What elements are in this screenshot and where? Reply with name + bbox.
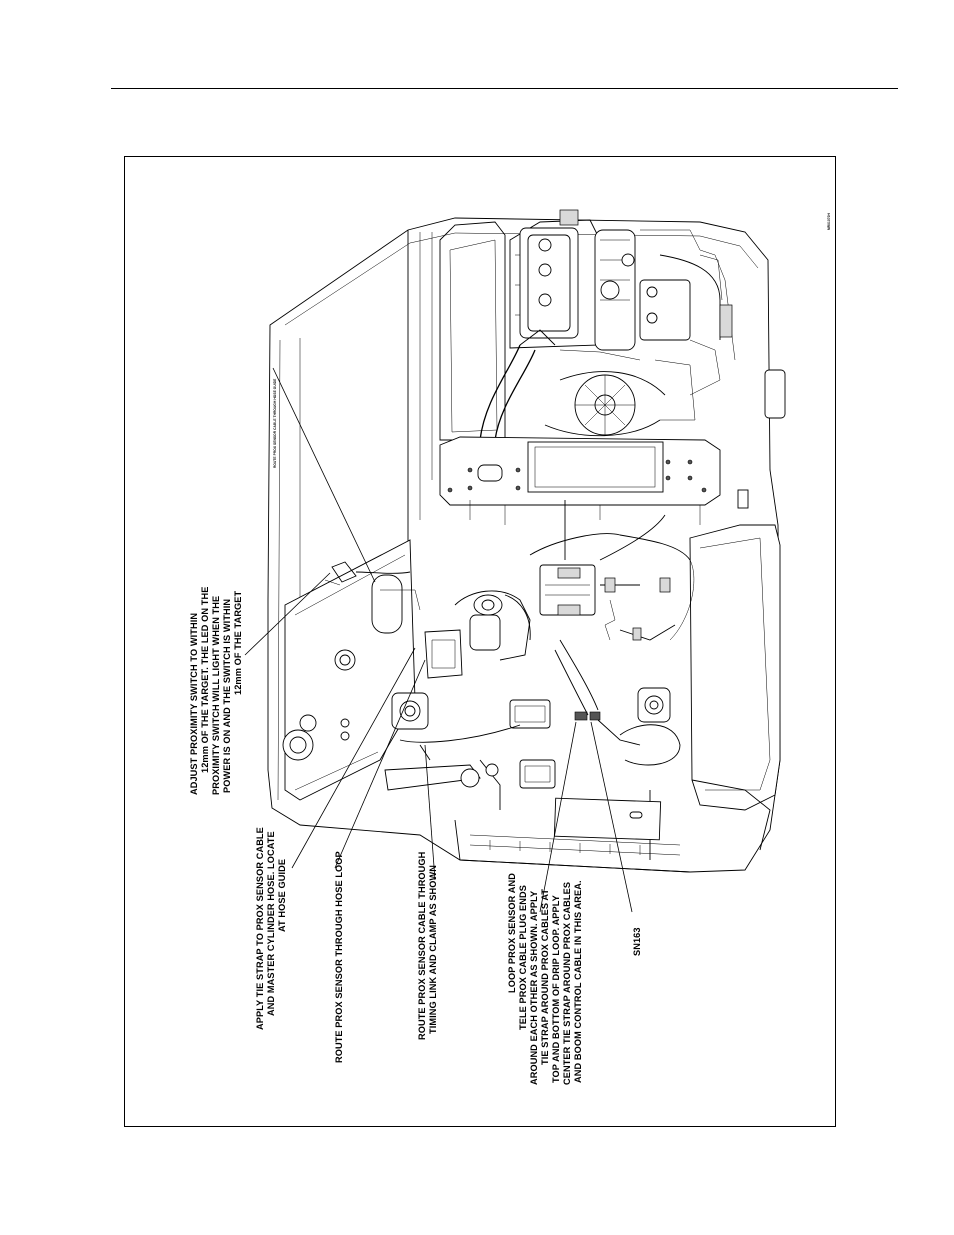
callout-sn163: SN163 xyxy=(632,927,642,956)
callout-line: ROUTE PROX SENSOR CABLE THROUGH HOSE GUI… xyxy=(273,379,277,468)
callout-line: TELE PROX CABLE PLUG ENDS xyxy=(518,885,528,1030)
callout-line: TIMING LINK AND CLAMP AS SHOWN xyxy=(428,865,438,1034)
header-rule xyxy=(111,88,898,89)
callout-tie-strap-hose: APPLY TIE STRAP TO PROX SENSOR CABLE AND… xyxy=(255,827,287,1030)
figure-frame xyxy=(124,156,836,1127)
callout-line: 12mm OF THE TARGET xyxy=(233,590,243,695)
callout-loop-plugs: LOOP PROX SENSOR AND TELE PROX CABLE PLU… xyxy=(507,873,583,1085)
callout-line: ROUTE PROX SENSOR THROUGH HOSE LOOP xyxy=(334,851,344,1063)
drawing-id-text: MR01070H xyxy=(827,212,831,230)
timing-link xyxy=(384,764,481,791)
callout-line: TIE STRAP AROUND PROX CABLES AT xyxy=(540,889,550,1065)
callout-line: AND MASTER CYLINDER HOSE. LOCATE xyxy=(266,831,276,1016)
callout-adjust-switch: ADJUST PROXIMITY SWITCH TO WITHIN 12mm O… xyxy=(189,587,243,795)
callout-line: AROUND EACH OTHER AS SHOWN. APPLY xyxy=(529,891,539,1085)
callout-line: ADJUST PROXIMITY SWITCH TO WITHIN xyxy=(189,613,199,795)
callout-line: AND BOOM CONTROL CABLE IN THIS AREA. xyxy=(573,880,583,1083)
prox-plug-2-icon xyxy=(589,711,601,721)
prox-plug-1-icon xyxy=(574,711,588,721)
callout-line: AT HOSE GUIDE xyxy=(277,859,287,932)
battery-housing xyxy=(689,524,781,811)
callout-timing-link: ROUTE PROX SENSOR CABLE THROUGH TIMING L… xyxy=(417,851,438,1040)
callout-line: CENTER TIE STRAP AROUND PROX CABLES xyxy=(562,882,572,1085)
machine-body xyxy=(267,209,786,873)
hose-guide xyxy=(424,629,463,679)
leader-lines xyxy=(244,367,633,913)
callout-hose-loop: ROUTE PROX SENSOR THROUGH HOSE LOOP xyxy=(334,851,344,1063)
callout-line: POWER IS ON AND THE SWITCH IS WITHIN xyxy=(222,599,232,793)
callout-line: 12mm OF THE TARGET. THE LED ON THE xyxy=(200,587,210,773)
callout-line: SN163 xyxy=(632,927,642,956)
callout-hose-guide-small: ROUTE PROX SENSOR CABLE THROUGH HOSE GUI… xyxy=(273,379,277,468)
callout-line: ROUTE PROX SENSOR CABLE THROUGH xyxy=(417,851,427,1040)
drawing-id: MR01070H xyxy=(827,212,831,230)
callout-line: PROXIMITY SWITCH WILL LIGHT WHEN THE xyxy=(211,596,221,795)
callout-line: TOP AND BOTTOM OF DRIP LOOP. APPLY xyxy=(551,895,561,1083)
callout-line: APPLY TIE STRAP TO PROX SENSOR CABLE xyxy=(255,827,265,1030)
callout-line: LOOP PROX SENSOR AND xyxy=(507,873,517,993)
proximity-switch xyxy=(331,561,357,583)
